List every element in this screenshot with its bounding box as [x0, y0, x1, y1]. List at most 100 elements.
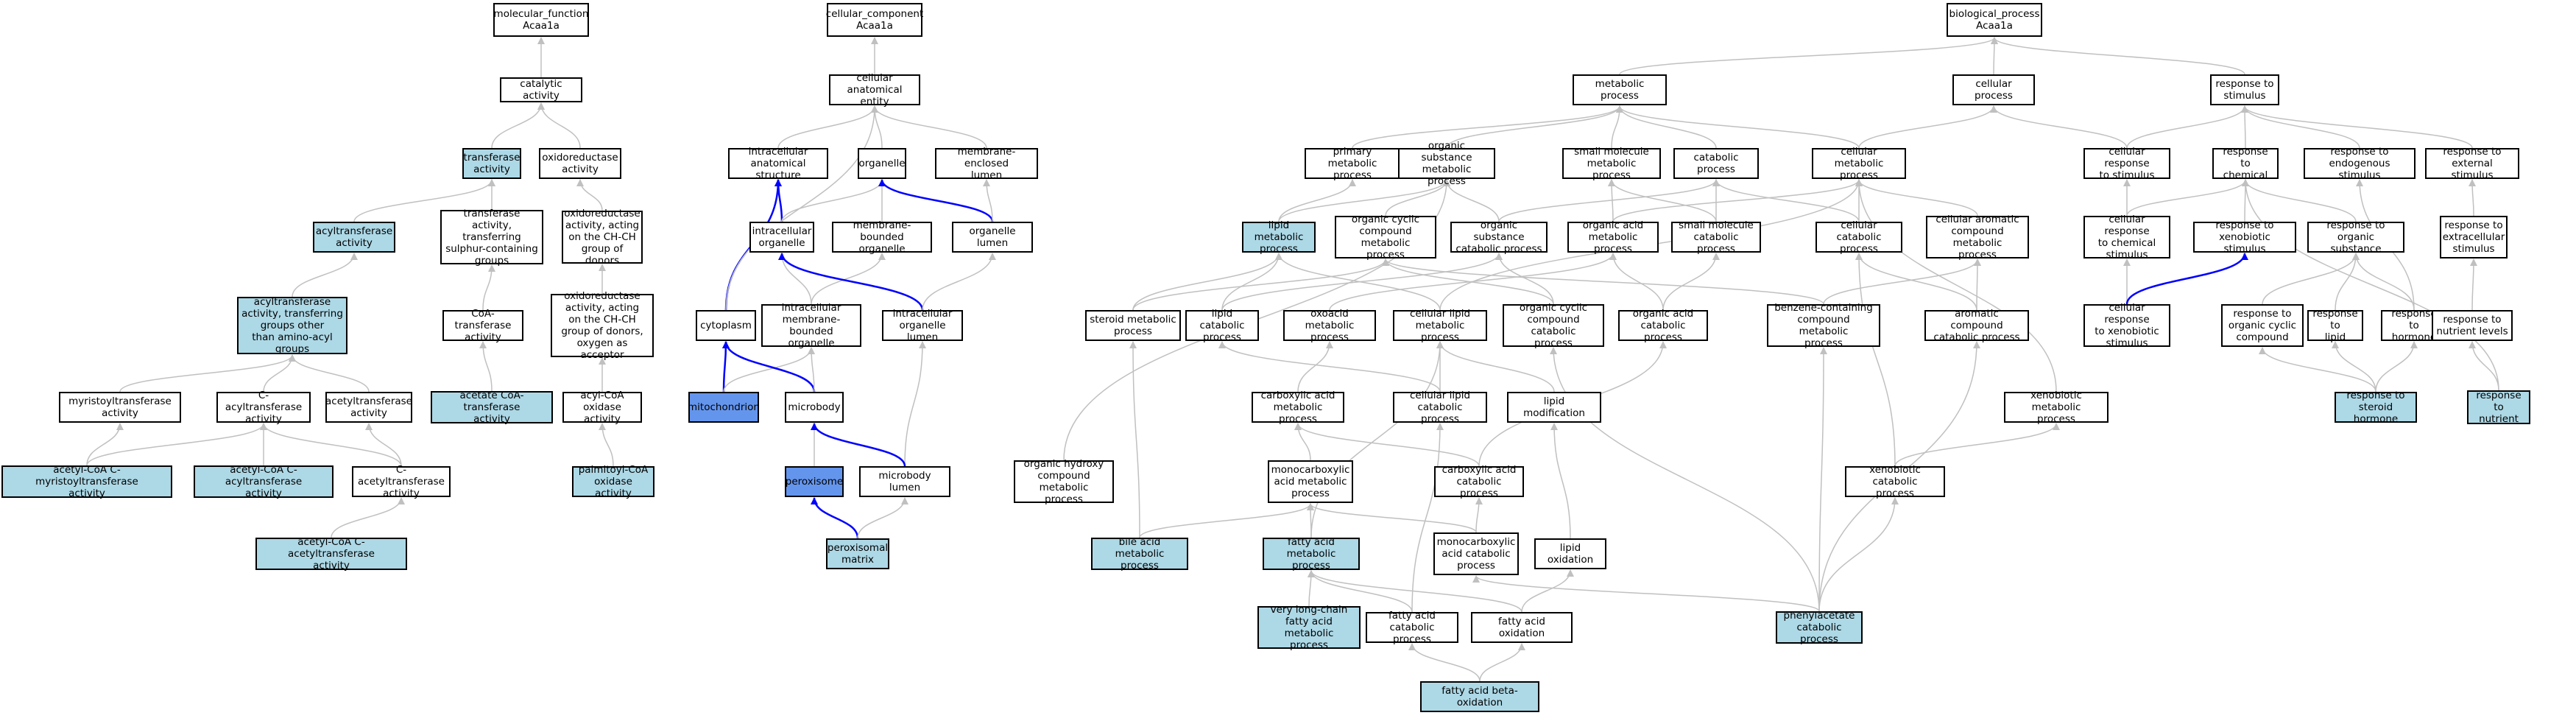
edge-resp_nutrient_levels-to-resp_extracell — [2469, 258, 2477, 311]
edge-oxidoreductase-to-catalytic — [537, 102, 581, 149]
go-term-cell-resp-stim: cellular response to stimulus — [2083, 146, 2170, 181]
edge-metabolic-to-bp_root — [1619, 37, 1998, 75]
go-term-microbody-lumen: microbody lumen — [859, 466, 950, 497]
edge-org_cyclic_cat-to-org_cyclic_met — [1382, 258, 1554, 305]
go-term-oxidored-chch: oxidoreductase activity, acting on the C… — [562, 208, 643, 267]
edge-xeno_met-to-cell_met — [1855, 179, 2057, 393]
go-term-intracell-anat: intracellular anatomical structure — [728, 146, 828, 181]
go-term-cc-root: cellular_component Acaa1a — [826, 3, 923, 37]
go-term-peroxisome: peroxisome — [785, 466, 844, 497]
go-term-acyltransf-other: acyltransferase activity, transferring g… — [237, 296, 347, 355]
edge-coa_transferase-to-transf_sulphur — [482, 264, 495, 311]
go-term-catabolic: catabolic process — [1673, 148, 1759, 179]
go-term-cell-cat: cellular catabolic process — [1815, 219, 1902, 255]
edge-palmitoyl_coa-to-acyl_coa_oxidase — [599, 423, 614, 467]
edge-cell_lipid_met-to-lipid_met — [1275, 253, 1441, 311]
go-term-resp-extracell: response to extracellular stimulus — [2440, 216, 2508, 258]
go-term-monocarb-cat: monocarboxylic acid catabolic process — [1433, 532, 1519, 575]
edge-monocarb_cat-to-monocarb_met — [1307, 503, 1477, 533]
go-term-palmitoyl-coa: palmitoyl-CoA oxidase activity — [572, 464, 654, 499]
edge-steroid_met-to-org_cyclic_met — [1132, 258, 1389, 311]
edge-resp_org_sub-to-resp_chemical — [2242, 179, 2357, 222]
edge-transferase-to-catalytic — [491, 102, 545, 149]
edge-lipid_mod-to-cell_lipid_met — [1436, 341, 1555, 393]
go-term-resp-hormone: response to hormone — [2381, 308, 2447, 343]
edge-c_acetyltransf-to-acetyltransf — [365, 423, 402, 467]
go-term-fatty-beta: fatty acid beta-oxidation — [1420, 681, 1539, 712]
edge-microbody_lumen-to-intracell_org_lumen — [904, 341, 926, 467]
go-term-resp-lipid: response to lipid — [2307, 308, 2363, 343]
edge-intracell_org_lumen-to-organelle_lumen — [922, 253, 996, 311]
edge-resp_external-to-resp_stimulus — [2241, 105, 2473, 149]
edge-mitochondrion-to-intracell_memb_org — [723, 347, 815, 393]
edge-acetate_coa-to-coa_transferase — [479, 341, 493, 392]
edge-microbody-to-intracell_memb_org — [808, 347, 816, 393]
go-term-org-cyclic-met: organic cyclic compound metabolic proces… — [1335, 214, 1436, 261]
edge-acyltransf_other-to-acyltransferase — [292, 253, 358, 298]
go-term-resp-xeno: response to xenobiotic stimulus — [2193, 219, 2296, 255]
go-term-acetate-coa: acetate CoA-transferase activity — [431, 390, 553, 425]
go-term-microbody: microbody — [785, 392, 844, 423]
edge-organelle_lumen-to-organelle — [878, 179, 994, 222]
go-term-cell-lipid-met: cellular lipid metabolic process — [1393, 308, 1487, 343]
go-term-carbox-cat: carboxylic acid catabolic process — [1434, 464, 1524, 499]
edge-oxidored_chch-to-oxidoreductase — [576, 179, 603, 211]
edge-intracell_organelle-to-organelle — [781, 179, 886, 222]
edge-lipid_ox-to-lipid_mod — [1550, 423, 1571, 539]
go-term-acyltransferase: acyltransferase activity — [313, 222, 395, 253]
go-term-c-acyltransf: C-acyltransferase activity — [216, 390, 311, 425]
go-term-benzene-met: benzene-containing compound metabolic pr… — [1767, 302, 1880, 349]
go-term-fatty-acid-met: fatty acid metabolic process — [1263, 536, 1360, 571]
edge-microbody-to-cytoplasm — [722, 341, 816, 393]
edge-arom_cat-to-cell_cat — [1855, 253, 1977, 311]
go-term-cellular-process: cellular process — [1952, 74, 2035, 105]
edge-intracell_memb_org-to-membrane_organelle — [811, 253, 886, 305]
edge-cell_met-to-metabolic — [1616, 105, 1860, 149]
edge-lipid_met-to-primary_met — [1278, 179, 1356, 222]
go-term-resp-chemical: response to chemical — [2212, 146, 2279, 181]
go-term-primary-met: primary metabolic process — [1305, 146, 1400, 181]
edge-phenylacetate-to-xeno_cat — [1818, 497, 1899, 612]
go-term-cell-arom-met: cellular aromatic compound metabolic pro… — [1926, 214, 2029, 261]
go-term-organelle-lumen: organelle lumen — [952, 222, 1033, 253]
edge-peroxisomal_matrix-to-microbody_lumen — [857, 497, 908, 539]
edge-microbody_lumen-to-microbody — [811, 423, 906, 467]
edge-cell_resp_chem-to-resp_chemical — [2126, 179, 2249, 217]
go-term-mf-root: molecular_function Acaa1a — [493, 3, 589, 37]
edge-resp_lipid-to-resp_org_sub — [2335, 253, 2360, 311]
edge-intracell_org_lumen-to-intracell_organelle — [778, 253, 924, 311]
edge-acetyl_acetyl-to-c_acetyltransf — [331, 497, 405, 538]
edge-carbox_cat-to-carbox_met — [1294, 423, 1480, 467]
edge-xeno_cat-to-xeno_met — [1894, 423, 2060, 467]
go-term-acetyl-acyl: acetyl-CoA C-acyltransferase activity — [194, 464, 334, 499]
go-term-transf-sulphur: transferase activity, transferring sulph… — [440, 208, 543, 267]
edge-myristoyltransf-to-acyltransf_other — [119, 354, 296, 393]
edge-fatty_acid_cat-to-fatty_acid_met — [1308, 570, 1413, 613]
go-term-carbox-met: carboxylic acid metabolic process — [1252, 390, 1344, 425]
go-term-coa-transferase: CoA-transferase activity — [442, 308, 523, 343]
edge-phenylacetate-to-benzene_met — [1818, 347, 1827, 612]
go-term-oxidoreductase: oxidoreductase activity — [539, 148, 621, 179]
edge-small_mol_cat-to-small_mol_met — [1608, 179, 1717, 222]
go-term-membrane-lumen: membrane-enclosed lumen — [935, 146, 1038, 181]
go-term-small-mol-met: small molecule metabolic process — [1562, 146, 1661, 181]
go-term-c-acetyltransf: C-acetyltransferase activity — [352, 464, 451, 499]
go-term-lipid-cat: lipid catabolic process — [1185, 308, 1259, 343]
go-term-lipid-mod: lipid modification — [1507, 392, 1601, 423]
go-term-org-sub-met: organic substance metabolic process — [1398, 140, 1495, 187]
edge-resp_steroid-to-resp_org_cyclic — [2259, 347, 2376, 393]
go-term-very-long: very long-chain fatty acid metabolic pro… — [1257, 604, 1361, 651]
edge-resp_endo-to-resp_stimulus — [2241, 105, 2360, 149]
edge-catabolic-to-metabolic — [1616, 105, 1717, 149]
go-term-intracell-organelle: intracellular organelle — [749, 222, 814, 253]
edge-acetyl_myristoyl-to-myristoyltransf — [86, 423, 124, 466]
edge-cytoplasm-to-cell_anat — [725, 105, 878, 311]
go-term-steroid-met: steroid metabolic process — [1085, 310, 1181, 341]
go-term-resp-org-sub: response to organic substance — [2307, 219, 2404, 255]
go-term-org-acid-cat: organic acid catabolic process — [1618, 308, 1708, 343]
edge-benzene_met-to-cell_arom_met — [1823, 258, 1981, 305]
edge-bile_acid-to-monocarb_met — [1139, 503, 1314, 538]
go-term-oxoacid-met: oxoacid metabolic process — [1283, 308, 1376, 343]
